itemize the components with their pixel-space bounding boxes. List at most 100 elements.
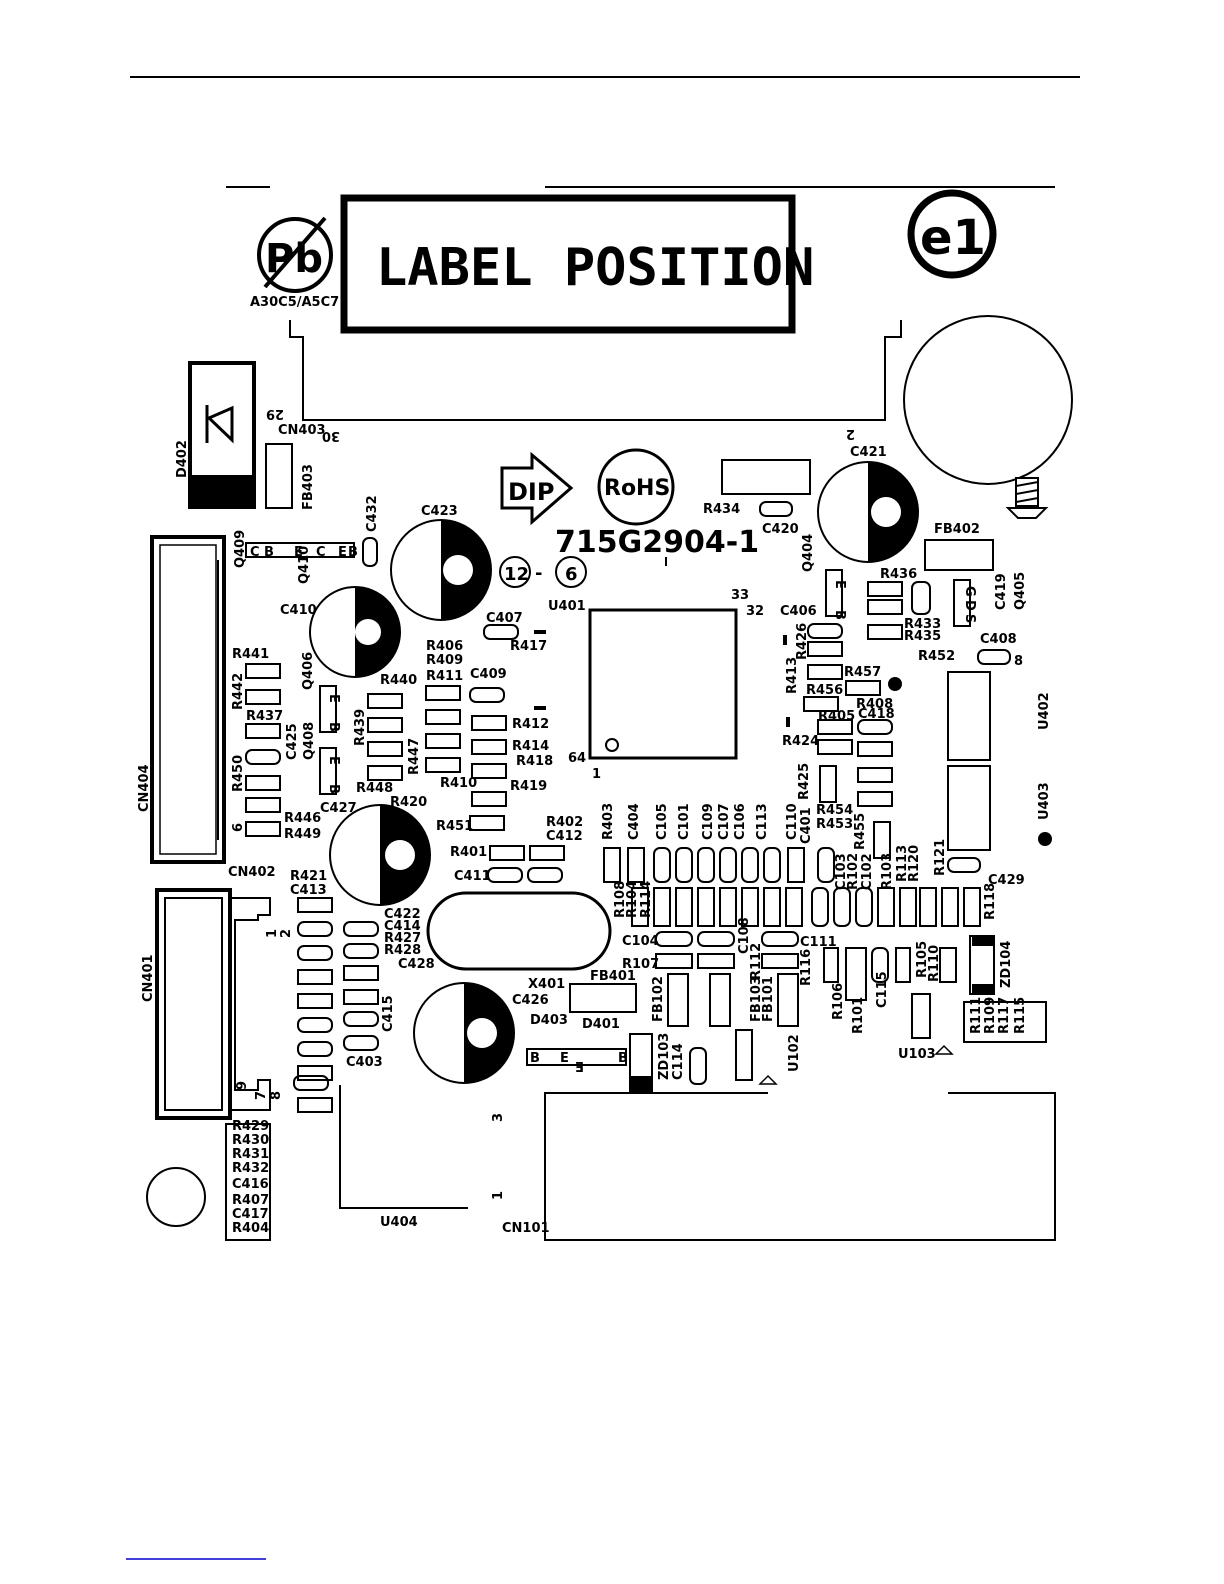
ref-r440: R440 — [380, 673, 417, 688]
ref-c409: C409 — [470, 667, 507, 682]
ref-r117: R117 — [997, 997, 1012, 1034]
ref-p8: 8 — [1014, 654, 1023, 669]
dip-arrow-icon: DIP — [500, 451, 574, 526]
ref-cn101: CN101 — [502, 1221, 550, 1236]
crystal-x401 — [426, 891, 612, 971]
ref-r414: R414 — [512, 739, 549, 754]
ref-p6: 6 — [231, 823, 246, 832]
pb-code: A30C5/A5C7 — [250, 295, 339, 310]
ref-c414: C414 — [384, 919, 421, 934]
ref-r114: R114 — [639, 881, 654, 918]
ref-q410: Q410 — [297, 546, 312, 584]
ref-r436: R436 — [880, 567, 917, 582]
ref-p1b: 1 — [265, 929, 280, 938]
ref-r102: R102 — [846, 853, 861, 890]
ref-zd103: ZD103 — [657, 1033, 672, 1080]
ref-pE: E — [575, 1058, 584, 1073]
ref-r435: R435 — [904, 629, 941, 644]
ref-r121: R121 — [933, 839, 948, 876]
ref-r109: R109 — [983, 997, 998, 1034]
ref-pG: G — [962, 586, 977, 597]
ref-c104: C104 — [622, 934, 659, 949]
ref-pE: E — [294, 545, 303, 560]
ref-c404: C404 — [627, 803, 642, 840]
ref-r430: R430 — [232, 1133, 269, 1148]
capacitor-c421 — [817, 461, 919, 563]
ref-r111: R111 — [969, 997, 984, 1034]
ref-r108: R108 — [613, 881, 628, 918]
ref-r431: R431 — [232, 1147, 269, 1162]
ref-r447: R447 — [407, 738, 422, 775]
rohs-text: RoHS — [604, 476, 670, 501]
ref-c419: C419 — [994, 573, 1009, 610]
capacitor-c423 — [390, 519, 492, 621]
pin1-marker-u102 — [758, 1074, 778, 1085]
pb-symbol: Pb — [265, 236, 323, 282]
board-area — [140, 190, 1075, 1250]
ref-c113: C113 — [755, 803, 770, 840]
ref-p7: 7 — [254, 1091, 269, 1100]
ref-cn401: CN401 — [141, 954, 156, 1002]
ref-pD: D — [962, 600, 977, 611]
ref-c432: C432 — [365, 495, 380, 532]
ref-c103: C103 — [834, 853, 849, 890]
ref-fb402: FB402 — [934, 522, 980, 537]
ref-u403: U403 — [1037, 782, 1052, 820]
ref-r427: R427 — [384, 931, 421, 946]
revision-marker: 12 - 6 — [499, 556, 587, 588]
ref-r405: R405 — [818, 709, 855, 724]
ref-c427: C427 — [320, 801, 357, 816]
ref-r421: R421 — [290, 869, 327, 884]
ref-r446: R446 — [284, 811, 321, 826]
ref-r451: R451 — [436, 819, 473, 834]
ref-p32: 32 — [746, 604, 764, 619]
ref-cn403: CN403 — [278, 423, 326, 438]
ref-zd104: ZD104 — [999, 941, 1014, 988]
u401-chip — [588, 608, 738, 760]
ref-pE: E — [338, 545, 347, 560]
ref-r450: R450 — [231, 755, 246, 792]
ref-c415: C415 — [381, 995, 396, 1032]
ref-p64: 64 — [568, 751, 586, 766]
label-position-text: LABEL POSITION — [376, 238, 814, 298]
ref-r402: R402 — [546, 815, 583, 830]
ref-r408: R408 — [856, 697, 893, 712]
ref-p33: 33 — [731, 588, 749, 603]
ref-fb401: FB401 — [590, 969, 636, 984]
ref-c115: C115 — [875, 971, 890, 1008]
ref-pC: C — [316, 545, 326, 560]
mounting-hole — [146, 1167, 206, 1227]
ref-q409: Q409 — [233, 530, 248, 568]
ref-fb101: FB101 — [761, 976, 776, 1022]
ref-c425: C425 — [285, 723, 300, 760]
ref-c422: C422 — [384, 907, 421, 922]
ref-r437: R437 — [246, 709, 283, 724]
ref-r456: R456 — [806, 683, 843, 698]
ref-p9: 9 — [235, 1081, 250, 1090]
ref-r105: R105 — [915, 941, 930, 978]
ref-r432: R432 — [232, 1161, 269, 1176]
ref-pB: B — [326, 722, 341, 732]
connector-cn401 — [155, 888, 271, 1120]
ref-pE: E — [832, 580, 847, 589]
ref-c406: C406 — [780, 604, 817, 619]
dip-text: DIP — [508, 478, 554, 506]
ref-pE: E — [326, 756, 341, 765]
ref-c417: C417 — [232, 1207, 269, 1222]
ref-c114: C114 — [671, 1043, 686, 1080]
ref-p2: 2 — [846, 426, 855, 441]
ref-c418: C418 — [858, 707, 895, 722]
ref-c413: C413 — [290, 883, 327, 898]
ref-r452: R452 — [918, 649, 955, 664]
capacitor-c427 — [329, 804, 431, 906]
ref-r113: R113 — [895, 845, 910, 882]
ref-c109: C109 — [701, 803, 716, 840]
ref-pB: B — [618, 1051, 628, 1066]
transistor-footprints — [245, 542, 971, 795]
ref-p3: 3 — [491, 1113, 506, 1122]
ref-c403: C403 — [346, 1055, 383, 1070]
ref-u404: U404 — [380, 1215, 418, 1230]
capacitor-c410 — [309, 586, 401, 678]
ref-r428: R428 — [384, 943, 421, 958]
